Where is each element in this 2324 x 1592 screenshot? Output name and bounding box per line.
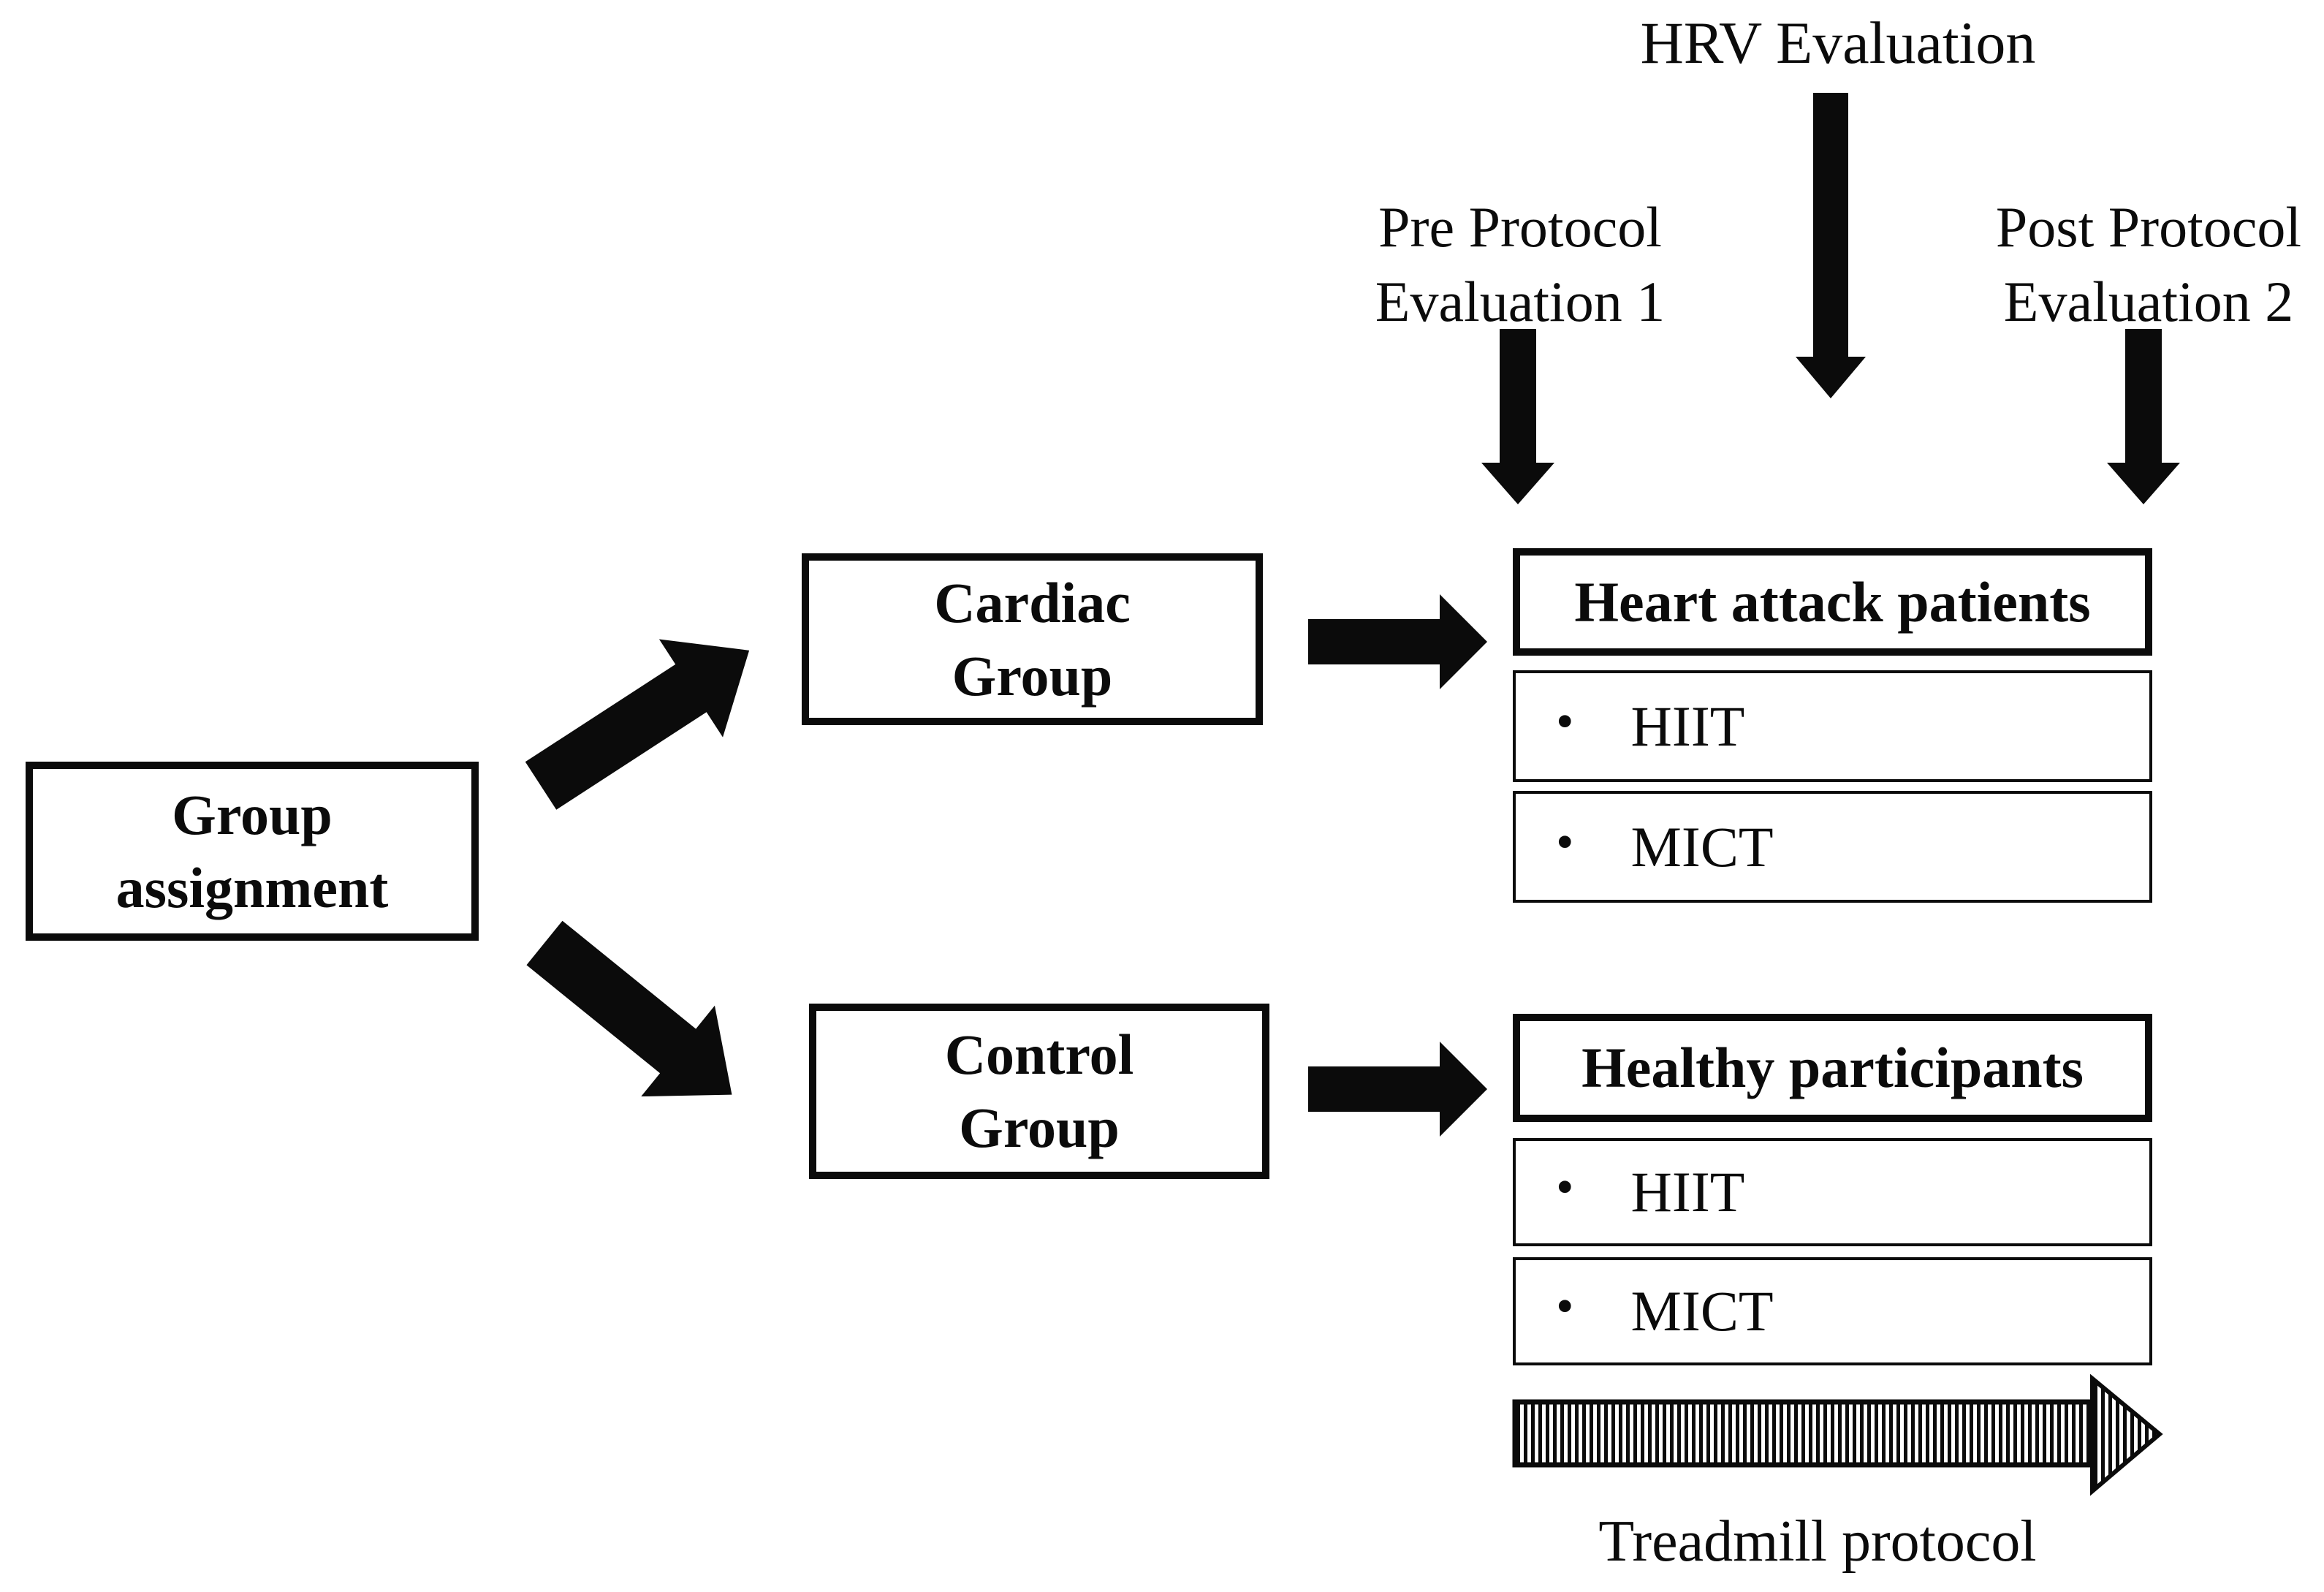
cardiac-group-line2: Group: [952, 643, 1113, 708]
cardiac-mict-box: • MICT: [1513, 791, 2152, 903]
cardiac-hiit-box: • HIIT: [1513, 670, 2152, 782]
control-mict-label: MICT: [1630, 1279, 1774, 1343]
heart-attack-patients-title: Heart attack patients: [1574, 569, 2091, 634]
control-hiit-label: HIIT: [1630, 1160, 1745, 1224]
control-hiit-box: • HIIT: [1513, 1138, 2152, 1246]
hrv-evaluation-text: HRV Evaluation: [1640, 10, 2036, 76]
bullet-icon: •: [1556, 693, 1574, 750]
treadmill-protocol-label: Treadmill protocol: [1496, 1504, 2139, 1579]
group-assignment-line2: assignment: [115, 855, 389, 920]
healthy-participants-title: Healthy participants: [1581, 1036, 2084, 1099]
control-group-box: Control Group: [809, 1004, 1269, 1179]
post-protocol-line2: Evaluation 2: [2003, 270, 2294, 333]
healthy-participants-box: Healthy participants: [1513, 1014, 2152, 1122]
pre-eval-down-arrow-icon: [1473, 325, 1564, 508]
pre-protocol-line1: Pre Protocol: [1378, 195, 1662, 259]
group-assignment-box: Group assignment: [26, 762, 479, 941]
treadmill-protocol-text: Treadmill protocol: [1598, 1509, 2037, 1574]
control-group-line2: Group: [959, 1096, 1120, 1159]
bullet-icon: •: [1556, 1278, 1574, 1335]
pre-protocol-line2: Evaluation 1: [1375, 270, 1666, 333]
pre-protocol-label: Pre Protocol Evaluation 1: [1330, 190, 1710, 339]
assign-to-control-diagonal-arrow-icon: [504, 899, 782, 1126]
bullet-icon: •: [1556, 814, 1574, 871]
post-protocol-label: Post Protocol Evaluation 2: [1959, 190, 2324, 339]
post-protocol-line1: Post Protocol: [1995, 195, 2302, 259]
heart-attack-patients-box: Heart attack patients: [1513, 548, 2152, 656]
cardiac-group-box: Cardiac Group: [802, 553, 1263, 725]
hrv-down-arrow-icon: [1783, 88, 1878, 402]
control-group-line1: Control: [944, 1023, 1134, 1086]
cardiac-flow-right-arrow-icon: [1305, 591, 1498, 693]
group-assignment-line1: Group: [172, 782, 333, 846]
hrv-evaluation-label: HRV Evaluation: [1593, 6, 2083, 80]
control-mict-box: • MICT: [1513, 1257, 2152, 1365]
cardiac-mict-label: MICT: [1630, 814, 1774, 879]
assign-to-cardiac-diagonal-arrow-icon: [497, 629, 775, 819]
cardiac-group-line1: Cardiac: [934, 570, 1131, 634]
cardiac-hiit-label: HIIT: [1630, 694, 1745, 758]
control-flow-right-arrow-icon: [1305, 1038, 1498, 1140]
bullet-icon: •: [1556, 1159, 1574, 1216]
post-eval-down-arrow-icon: [2098, 325, 2190, 508]
treadmill-protocol-arrow-icon: [1509, 1374, 2167, 1498]
